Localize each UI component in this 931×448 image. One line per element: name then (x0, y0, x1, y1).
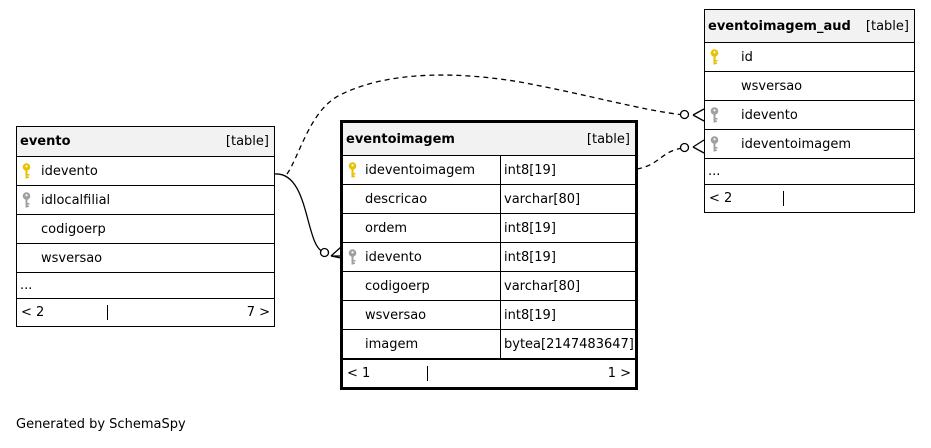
edge-crowfoot (692, 108, 705, 122)
primary-key-icon (17, 162, 35, 180)
edge-eventoimagem-aud (636, 147, 685, 170)
column-row[interactable]: ordem int8[19] (343, 214, 635, 243)
table-kind: [table] (865, 18, 909, 34)
table-kind: [table] (225, 134, 269, 149)
more-indicator: ... (20, 278, 33, 293)
column-name: descricao (365, 191, 428, 207)
nav-parents[interactable]: < 2 (17, 305, 108, 320)
foreign-key-icon (705, 106, 723, 124)
column-name: idevento (41, 163, 98, 179)
column-name: wsversao (365, 307, 427, 323)
nav-children[interactable]: 1 > (607, 366, 631, 381)
column-row[interactable]: idevento int8[19] (343, 243, 635, 272)
column-name: idlocalfilial (41, 192, 111, 208)
foreign-key-icon (343, 248, 361, 266)
column-type: int8[19] (500, 156, 635, 184)
column-name: codigoerp (365, 278, 430, 294)
column-name: idevento (741, 107, 798, 123)
edge-evento-aud (286, 74, 685, 175)
column-type: int8[19] (500, 301, 635, 329)
column-name: ordem (365, 220, 407, 236)
column-row[interactable]: idevento (705, 101, 914, 130)
more-columns-row: ... (705, 159, 914, 185)
column-row[interactable]: codigoerp (17, 215, 274, 244)
column-row[interactable]: descricao varchar[80] (343, 185, 635, 214)
column-row[interactable]: wsversao (705, 72, 914, 101)
column-row[interactable]: idevento (17, 157, 274, 186)
column-row[interactable]: ideventoimagem int8[19] (343, 156, 635, 185)
column-name: ideventoimagem (741, 136, 851, 152)
nav-children[interactable]: 7 > (246, 305, 270, 320)
column-name: idevento (365, 249, 422, 265)
column-name: codigoerp (41, 221, 106, 237)
table-header[interactable]: evento [table] (17, 127, 274, 157)
column-row[interactable]: wsversao int8[19] (343, 301, 635, 330)
table-name: eventoimagem_aud (708, 18, 851, 34)
column-type: int8[19] (500, 214, 635, 242)
edge-end-circle (679, 109, 690, 120)
edge-end-circle (319, 247, 330, 258)
column-row[interactable]: wsversao (17, 244, 274, 273)
primary-key-icon (343, 161, 361, 179)
table-header[interactable]: eventoimagem_aud [table] (705, 10, 914, 43)
table-header[interactable]: eventoimagem [table] (343, 123, 635, 156)
column-name: wsversao (741, 78, 803, 94)
table-evento[interactable]: evento [table] idevento idlocalfilial co… (16, 126, 275, 327)
column-row[interactable]: codigoerp varchar[80] (343, 272, 635, 301)
table-eventoimagem[interactable]: eventoimagem [table] ideventoimagem int8… (340, 120, 638, 390)
column-row[interactable]: idlocalfilial (17, 186, 274, 215)
column-type: varchar[80] (500, 185, 635, 213)
more-columns-row: ... (17, 273, 274, 299)
table-nav: < 2 (705, 185, 914, 212)
column-row[interactable]: imagem bytea[2147483647] (343, 330, 635, 359)
column-type: int8[19] (500, 243, 635, 271)
table-eventoimagem-aud[interactable]: eventoimagem_aud [table] id wsversao ide… (704, 9, 915, 213)
footer-generated-by: Generated by SchemaSpy (16, 417, 186, 432)
column-name: wsversao (41, 250, 103, 266)
column-row[interactable]: ideventoimagem (705, 130, 914, 159)
nav-parents[interactable]: < 2 (705, 191, 784, 206)
edge-evento-eventoimagem (274, 173, 325, 253)
column-type: bytea[2147483647] (500, 330, 635, 358)
column-name: id (741, 49, 753, 65)
more-indicator: ... (708, 164, 721, 179)
column-type: varchar[80] (500, 272, 635, 300)
table-name: evento (20, 134, 71, 149)
column-row[interactable]: id (705, 43, 914, 72)
foreign-key-icon (705, 135, 723, 153)
edge-crowfoot (692, 139, 705, 154)
table-nav: < 2 7 > (17, 299, 274, 326)
table-name: eventoimagem (346, 131, 455, 147)
edge-end-circle (679, 142, 690, 153)
foreign-key-icon (17, 191, 35, 209)
column-name: imagem (365, 336, 419, 352)
table-kind: [table] (586, 131, 630, 147)
primary-key-icon (705, 48, 723, 66)
table-nav: < 1 1 > (343, 359, 635, 387)
edge-crowfoot (330, 246, 342, 259)
nav-parents[interactable]: < 1 (343, 366, 428, 381)
column-name: ideventoimagem (365, 162, 475, 178)
